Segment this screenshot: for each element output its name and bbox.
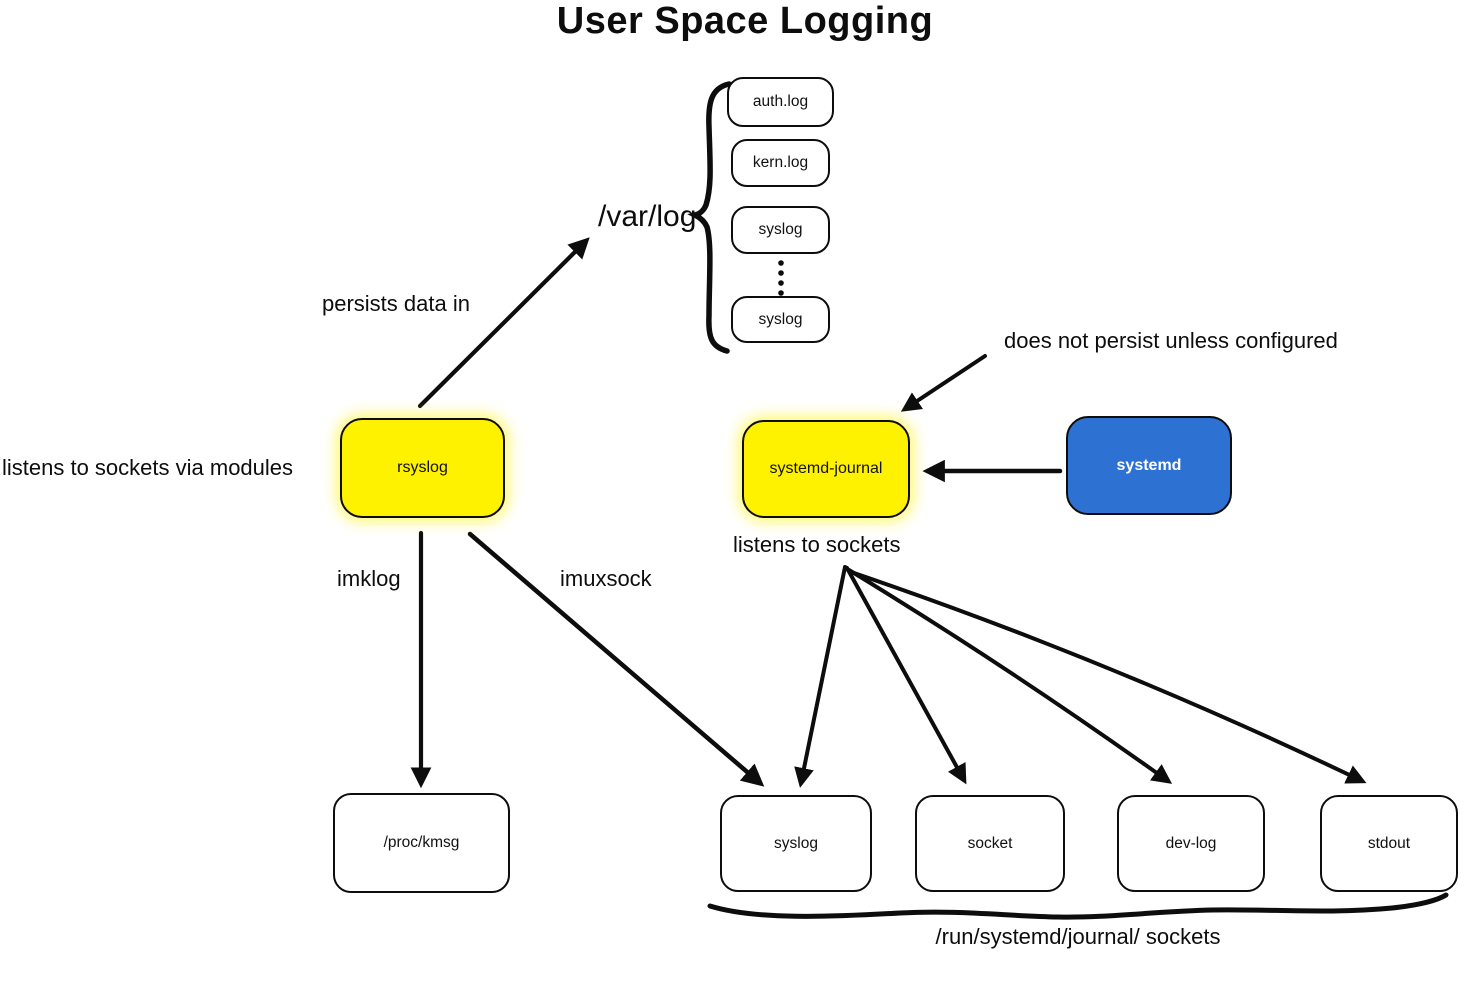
arrow-persists-data — [417, 237, 590, 409]
page-title: User Space Logging — [556, 0, 934, 42]
node-socket-stdout: stdout — [1320, 795, 1458, 892]
arrow-journal-to-devlog — [847, 568, 1173, 784]
arrow-journal-to-stdout — [849, 570, 1367, 784]
node-proc-kmsg-label: /proc/kmsg — [383, 834, 460, 851]
log-file-kern-label: kern.log — [752, 154, 809, 171]
node-rsyslog: rsyslog — [340, 418, 505, 518]
var-log-label: /var/log — [598, 200, 697, 233]
arrow-does-not-persist — [900, 354, 987, 412]
log-file-auth-label: auth.log — [752, 93, 809, 110]
node-socket-syslog-label: syslog — [774, 834, 818, 852]
imuxsock-label: imuxsock — [560, 566, 652, 591]
node-systemd-journal-label: systemd-journal — [769, 460, 883, 477]
listens-via-modules-label: listens to sockets via modules — [2, 455, 294, 480]
node-socket-socket: socket — [915, 795, 1065, 892]
listens-to-sockets-label: listens to sockets — [733, 532, 901, 557]
does-not-persist-label: does not persist unless configured — [1004, 328, 1338, 353]
log-file-syslog-1: syslog — [731, 206, 830, 254]
node-socket-stdout-label: stdout — [1367, 834, 1411, 852]
node-rsyslog-label: rsyslog — [397, 459, 448, 476]
node-systemd-label: systemd — [1116, 456, 1182, 474]
log-file-syslog-1-label: syslog — [758, 221, 803, 238]
node-socket-syslog: syslog — [720, 795, 872, 892]
ellipsis-dots — [778, 260, 784, 296]
log-file-syslog-2-label: syslog — [758, 310, 803, 328]
arrow-imuxsock — [467, 531, 765, 787]
node-socket-devlog-label: dev-log — [1165, 834, 1217, 852]
log-file-syslog-2: syslog — [731, 296, 830, 343]
arrow-journal-to-socket — [845, 566, 967, 785]
imklog-label: imklog — [337, 566, 401, 591]
node-socket-devlog: dev-log — [1117, 795, 1265, 892]
sockets-group-underline — [707, 892, 1449, 920]
arrow-journal-to-syslog — [794, 565, 847, 788]
node-systemd: systemd — [1066, 416, 1232, 515]
node-systemd-journal: systemd-journal — [742, 420, 910, 518]
node-proc-kmsg: /proc/kmsg — [333, 793, 510, 893]
persists-data-label: persists data in — [322, 291, 470, 316]
log-file-kern: kern.log — [731, 139, 830, 187]
node-socket-socket-label: socket — [967, 834, 1013, 852]
var-log-brace — [687, 81, 732, 354]
log-file-auth: auth.log — [727, 77, 834, 127]
run-systemd-journal-sockets-label: /run/systemd/journal/ sockets — [935, 924, 1221, 949]
